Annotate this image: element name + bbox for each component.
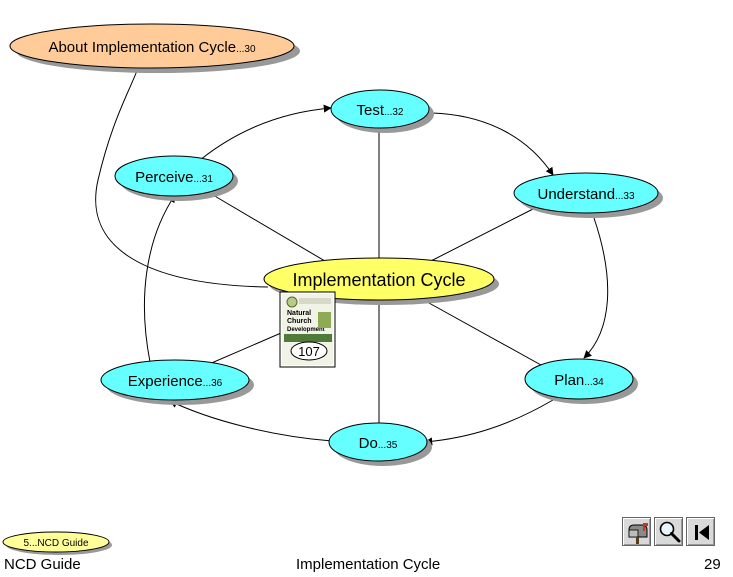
- svg-text:Understand...33: Understand...33: [537, 186, 634, 203]
- arrow-test-understand: [431, 112, 554, 176]
- footer-left-label: NCD Guide: [4, 556, 81, 573]
- footer-link-badge-text: 5...NCD Guide: [23, 538, 88, 549]
- node-understand[interactable]: Understand...33: [513, 172, 663, 218]
- svg-text:About Implementation Cycle...3: About Implementation Cycle...30: [48, 39, 256, 56]
- connector-center-perceive: [212, 194, 331, 265]
- cycle-arrows: [143, 104, 609, 446]
- node-do[interactable]: Do...35: [328, 422, 432, 466]
- about-node-page: ...30: [236, 44, 256, 55]
- svg-text:Do...35: Do...35: [359, 435, 398, 452]
- node-test[interactable]: Test...32: [330, 89, 434, 133]
- node-perceive-label: Perceive: [135, 169, 193, 186]
- footer-page-number: 29: [704, 556, 721, 573]
- node-plan-page: ...34: [584, 377, 604, 388]
- about-node[interactable]: About Implementation Cycle...30: [9, 23, 300, 73]
- node-perceive[interactable]: Perceive...31: [114, 155, 238, 201]
- node-test-page: ...32: [384, 107, 404, 118]
- connector-center-plan: [419, 297, 551, 371]
- magnifier-icon: [659, 521, 681, 543]
- connector-center-about: [95, 67, 269, 288]
- arrow-experience-perceive: [143, 194, 176, 363]
- book-title-line3: Development: [287, 327, 325, 333]
- about-node-label: About Implementation Cycle: [48, 39, 236, 56]
- book-thumbnail[interactable]: Natural Church Development 107: [279, 291, 336, 368]
- svg-text:Test...32: Test...32: [357, 102, 404, 119]
- svg-text:Experience...36: Experience...36: [128, 373, 223, 390]
- node-do-label: Do: [359, 435, 378, 452]
- footer-center-label: Implementation Cycle: [296, 556, 441, 573]
- first-page-icon: [695, 525, 709, 540]
- node-understand-page: ...33: [615, 191, 635, 202]
- node-test-label: Test: [357, 102, 385, 119]
- node-experience-label: Experience: [128, 373, 203, 390]
- book-title-line1: Natural: [287, 310, 311, 317]
- svg-text:Plan...34: Plan...34: [554, 372, 604, 389]
- node-perceive-page: ...31: [193, 174, 213, 185]
- connector-center-understand: [424, 207, 536, 265]
- mailbox-icon: [628, 523, 648, 544]
- search-button[interactable]: [654, 517, 683, 546]
- node-understand-label: Understand: [537, 186, 615, 203]
- book-title-line2: Church: [287, 318, 312, 325]
- first-page-button[interactable]: [686, 517, 715, 546]
- connector-center-experience: [199, 329, 289, 369]
- arrow-plan-do: [424, 399, 554, 446]
- arrow-perceive-test: [199, 104, 332, 161]
- node-do-page: ...35: [378, 440, 398, 451]
- node-experience-page: ...36: [203, 378, 223, 389]
- book-page-badge: [290, 341, 328, 361]
- arrow-understand-plan: [583, 217, 609, 359]
- node-experience[interactable]: Experience...36: [100, 359, 254, 405]
- footer-link-badge[interactable]: 5...NCD Guide: [2, 531, 112, 555]
- book-page-badge-text: 107: [298, 344, 320, 359]
- center-node-label: Implementation Cycle: [292, 270, 465, 290]
- node-plan-label: Plan: [554, 372, 584, 389]
- node-plan[interactable]: Plan...34: [524, 358, 638, 404]
- book-logo-icon: [286, 296, 298, 308]
- mailbox-button[interactable]: [622, 517, 651, 546]
- arrow-do-experience: [169, 400, 333, 442]
- connector-lines: [95, 67, 551, 425]
- svg-text:Perceive...31: Perceive...31: [135, 169, 213, 186]
